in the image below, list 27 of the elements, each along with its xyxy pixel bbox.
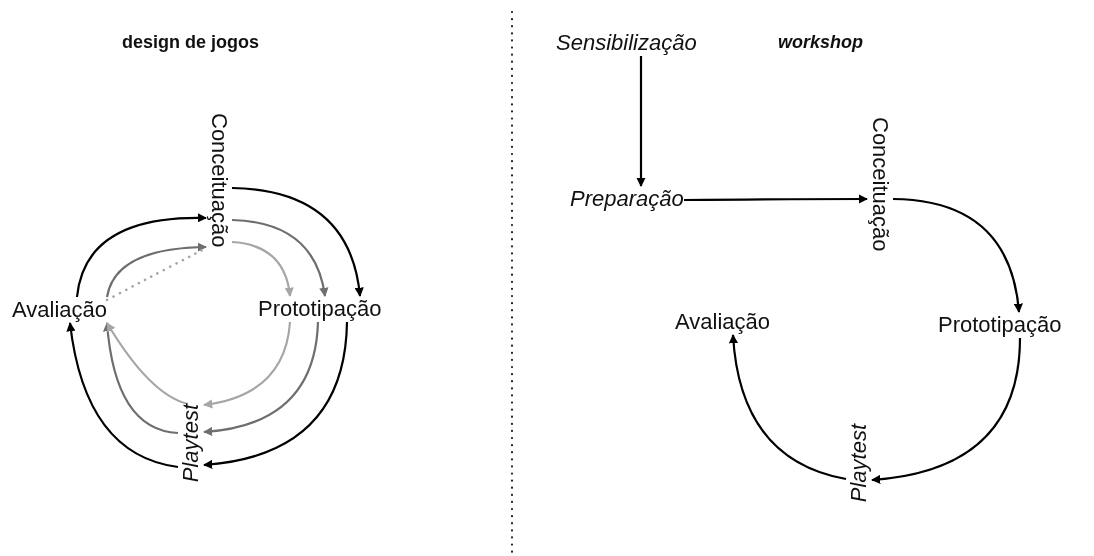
arrow	[106, 322, 189, 406]
arrow	[684, 194, 868, 204]
arrow	[871, 337, 1022, 484]
step-label: Prototipação	[938, 312, 1062, 338]
arrow	[103, 322, 179, 435]
arrow	[231, 186, 364, 297]
arrow	[636, 56, 646, 187]
section-heading: workshop	[778, 32, 863, 53]
step-label: Avaliação	[12, 297, 107, 323]
step-label: Avaliação	[675, 309, 770, 335]
section-heading: design de jogos	[122, 32, 259, 53]
arrow	[203, 321, 320, 436]
arrow	[729, 334, 847, 481]
arrow	[892, 197, 1023, 313]
step-label: Sensibilização	[556, 30, 697, 56]
arrow	[203, 321, 292, 409]
step-label: Prototipação	[258, 296, 382, 322]
arrow	[231, 218, 329, 297]
arrow	[66, 322, 179, 469]
step-label: Conceituação	[206, 113, 232, 248]
arrow	[75, 213, 207, 298]
arrow	[231, 240, 294, 297]
step-label: Playtest	[846, 424, 872, 503]
step-label: Preparação	[570, 186, 684, 212]
step-label: Conceituação	[867, 117, 893, 252]
arrow	[203, 321, 349, 469]
step-label: Playtest	[178, 404, 204, 483]
